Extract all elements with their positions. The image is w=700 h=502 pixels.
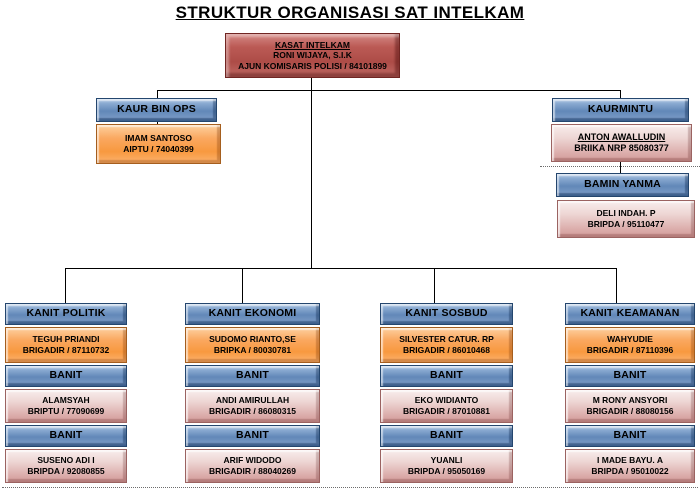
banit-label-box: BANIT: [185, 365, 320, 387]
officer-name: ALAMSYAH: [42, 395, 90, 406]
banit-label-box: BANIT: [565, 425, 695, 447]
officer-rank: BRIGADIR / 88080156: [586, 406, 674, 416]
officer-rank: BRIGADIR / 87110732: [22, 345, 110, 355]
officer-name: SUSENO ADI I: [37, 455, 95, 466]
officer-rank: BRIPDA / 92080855: [27, 466, 105, 476]
officer-rank: BRIGADIR / 88040269: [209, 466, 296, 476]
officer-rank: BRIPDA / 95050169: [407, 466, 486, 476]
node-bamin-yanma: BAMIN YANMA: [556, 173, 689, 197]
unit-title: KANIT KEAMANAN: [580, 307, 680, 320]
connector-line: [434, 268, 435, 303]
node-kasat-intelkam: KASAT INTELKAM RONI WIJAYA, S.I.K AJUN K…: [225, 33, 400, 78]
banit-label: BANIT: [235, 369, 270, 382]
officer-name: SILVESTER CATUR. RP: [399, 334, 494, 345]
unit-head-officer-box: SILVESTER CATUR. RP BRIGADIR / 86010468: [380, 327, 513, 363]
banit-officer-box: SUSENO ADI I BRIPDA / 92080855: [5, 449, 127, 483]
officer-rank: BRIGADIR / 86010468: [403, 345, 490, 355]
connector-line: [620, 90, 621, 98]
unit-head-officer-box: TEGUH PRIANDI BRIGADIR / 87110732: [5, 327, 127, 363]
officer-name: ANTON AWALLUDIN: [577, 131, 666, 142]
node-label: BAMIN YANMA: [584, 178, 661, 191]
banit-label: BANIT: [429, 429, 464, 442]
officer-rank: BRIGADIR / 87010881: [403, 406, 490, 416]
unit-title: KANIT POLITIK: [26, 307, 106, 320]
banit-label-box: BANIT: [565, 365, 695, 387]
banit-label: BANIT: [235, 429, 270, 442]
officer-rank: BRIIKA NRP 85080377: [574, 143, 669, 153]
officer-name: RONI WIJAYA, S.I.K: [273, 50, 352, 61]
officer-name: YUANLI: [430, 455, 463, 466]
node-label: KAURMINTU: [587, 103, 654, 116]
officer-rank: BRIPDA / 95110477: [587, 219, 665, 229]
banit-label: BANIT: [49, 369, 83, 382]
banit-label-box: BANIT: [185, 425, 320, 447]
banit-label-box: BANIT: [5, 365, 127, 387]
officer-name: ARIF WIDODO: [223, 455, 282, 466]
connector-line: [157, 90, 158, 98]
dotted-divider: [540, 166, 700, 167]
banit-label: BANIT: [613, 429, 647, 442]
unit-column-kanit-politik: KANIT POLITIK TEGUH PRIANDI BRIGADIR / 8…: [5, 303, 127, 483]
page-title: STRUKTUR ORGANISASI SAT INTELKAM: [175, 3, 525, 22]
banit-label-box: BANIT: [380, 425, 513, 447]
unit-column-kanit-keamanan: KANIT KEAMANAN WAHYUDIE BRIGADIR / 87110…: [565, 303, 695, 483]
officer-kaurmintu: ANTON AWALLUDIN BRIIKA NRP 85080377: [551, 124, 692, 162]
connector-line: [242, 268, 243, 303]
connector-line: [65, 268, 617, 269]
officer-name: SUDOMO RIANTO,SE: [209, 334, 296, 345]
officer-name: I MADE BAYU. A: [597, 455, 663, 466]
banit-label-box: BANIT: [5, 425, 127, 447]
officer-name: M RONY ANSYORI: [592, 395, 668, 406]
officer-name: ANDI AMIRULLAH: [215, 395, 290, 406]
banit-label-box: BANIT: [380, 365, 513, 387]
connector-line: [65, 268, 66, 303]
node-kaurmintu: KAURMINTU: [552, 98, 689, 122]
officer-name: DELI INDAH. P: [596, 208, 656, 219]
unit-head-officer-box: SUDOMO RIANTO,SE BRIPKA / 80030781: [185, 327, 320, 363]
banit-officer-box: ALAMSYAH BRIPTU / 77090699: [5, 389, 127, 423]
connector-line: [157, 90, 621, 91]
connector-line: [620, 162, 621, 173]
unit-title-box: KANIT SOSBUD: [380, 303, 513, 325]
officer-name: TEGUH PRIANDI: [32, 334, 100, 345]
officer-rank: BRIPKA / 80030781: [213, 345, 292, 355]
banit-officer-box: YUANLI BRIPDA / 95050169: [380, 449, 513, 483]
node-kaur-bin-ops: KAUR BIN OPS: [96, 98, 217, 122]
banit-label: BANIT: [49, 429, 83, 442]
unit-title: KANIT SOSBUD: [405, 307, 488, 320]
officer-rank: BRIPDA / 95010022: [591, 466, 669, 476]
dotted-divider: [2, 487, 698, 488]
officer-name: WAHYUDIE: [607, 334, 653, 345]
connector-line: [311, 78, 312, 90]
banit-officer-box: I MADE BAYU. A BRIPDA / 95010022: [565, 449, 695, 483]
node-label: KASAT INTELKAM: [275, 39, 350, 50]
officer-rank: AIPTU / 74040399: [123, 144, 194, 154]
officer-rank: BRIGADIR / 87110396: [586, 345, 674, 355]
officer-rank: BRIPTU / 77090699: [27, 406, 105, 416]
unit-columns: KANIT POLITIK TEGUH PRIANDI BRIGADIR / 8…: [0, 303, 700, 488]
officer-bamin-yanma: DELI INDAH. P BRIPDA / 95110477: [557, 200, 695, 238]
unit-head-officer-box: WAHYUDIE BRIGADIR / 87110396: [565, 327, 695, 363]
officer-kaur-bin-ops: IMAM SANTOSO AIPTU / 74040399: [96, 124, 221, 164]
unit-title-box: KANIT EKONOMI: [185, 303, 320, 325]
officer-name: EKO WIDIANTO: [414, 395, 479, 406]
node-label: KAUR BIN OPS: [117, 103, 196, 116]
officer-rank: AJUN KOMISARIS POLISI / 84101899: [238, 60, 387, 71]
banit-officer-box: M RONY ANSYORI BRIGADIR / 88080156: [565, 389, 695, 423]
unit-title: KANIT EKONOMI: [208, 307, 297, 320]
officer-name: IMAM SANTOSO: [125, 133, 192, 144]
connector-line: [311, 90, 312, 268]
banit-officer-box: ANDI AMIRULLAH BRIGADIR / 86080315: [185, 389, 320, 423]
unit-title-box: KANIT KEAMANAN: [565, 303, 695, 325]
banit-label: BANIT: [429, 369, 464, 382]
banit-label: BANIT: [613, 369, 647, 382]
unit-title-box: KANIT POLITIK: [5, 303, 127, 325]
connector-line: [616, 268, 617, 303]
officer-rank: BRIGADIR / 86080315: [209, 406, 296, 416]
banit-officer-box: ARIF WIDODO BRIGADIR / 88040269: [185, 449, 320, 483]
unit-column-kanit-sosbud: KANIT SOSBUD SILVESTER CATUR. RP BRIGADI…: [380, 303, 513, 483]
unit-column-kanit-ekonomi: KANIT EKONOMI SUDOMO RIANTO,SE BRIPKA / …: [185, 303, 320, 483]
connector-line: [157, 122, 158, 125]
banit-officer-box: EKO WIDIANTO BRIGADIR / 87010881: [380, 389, 513, 423]
